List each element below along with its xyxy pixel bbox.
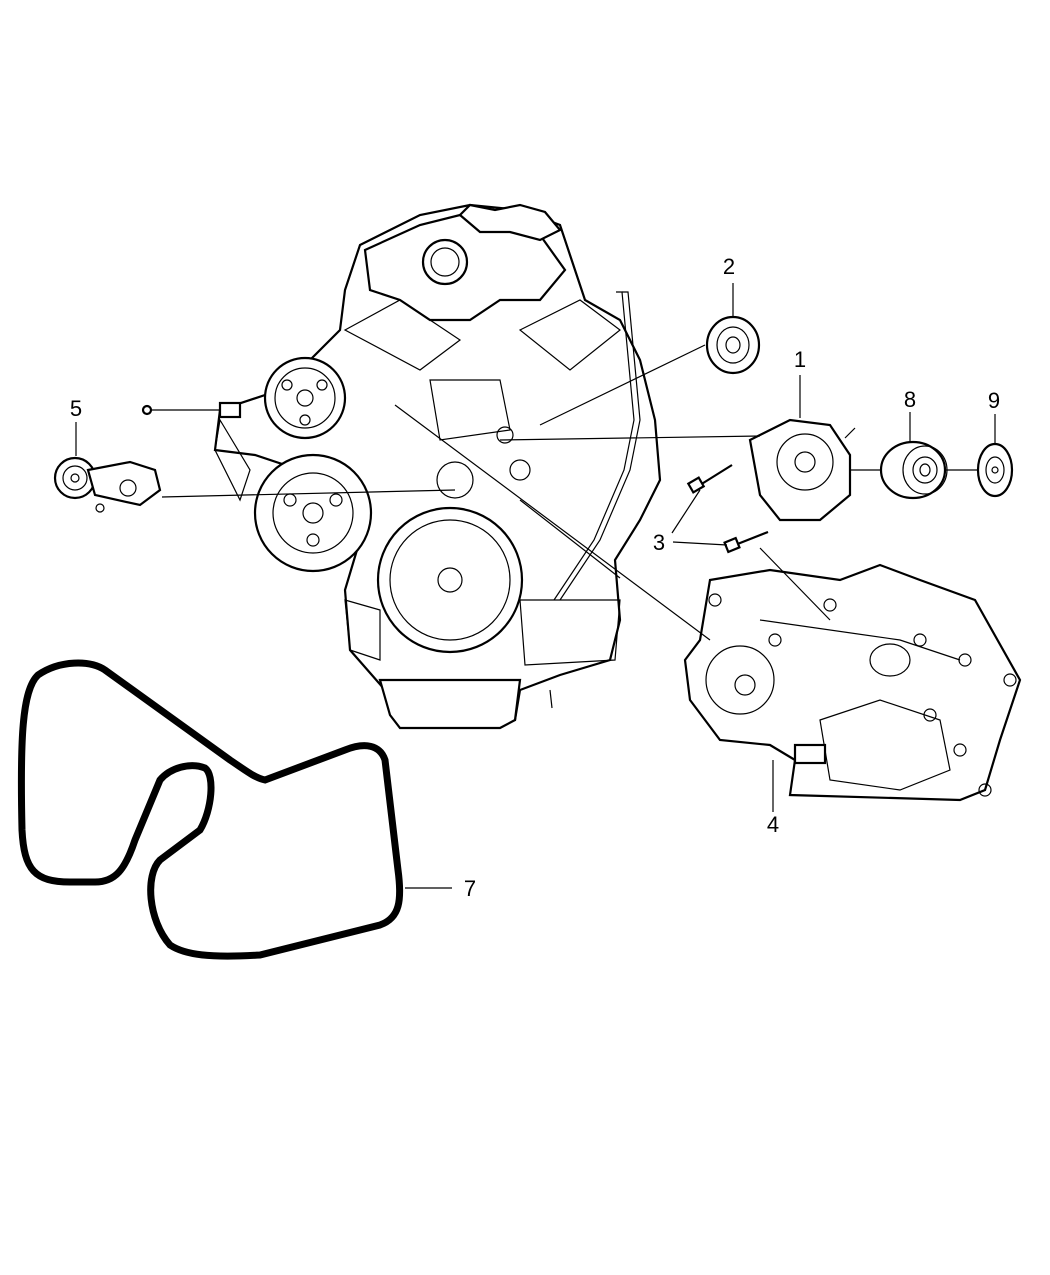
leader-4-engine-b: [519, 499, 621, 579]
callout-5: 5: [70, 396, 82, 421]
leader-3-lower: [672, 541, 728, 546]
callout-8: 8: [904, 387, 916, 412]
leader-5-engine: [161, 489, 456, 498]
belt-tensioner-part: [53, 456, 162, 513]
idler-pulley-part: [705, 315, 761, 375]
leader-3-cover: [759, 547, 831, 621]
callouts: 1 2 3 4 5 7 8 9: [70, 254, 1000, 901]
callout-7: 7: [464, 876, 476, 901]
callout-9: 9: [988, 388, 1000, 413]
leader-3-upper: [671, 489, 701, 534]
timing-cover-part: [683, 563, 1022, 802]
bolt-lower-part: [723, 530, 769, 554]
callout-2: 2: [723, 254, 735, 279]
leader-4-engine: [394, 404, 711, 641]
dust-shield-part: [976, 442, 1014, 498]
leader-lines: [75, 283, 996, 889]
serpentine-belt-part: [17, 659, 404, 960]
callout-1: 1: [794, 347, 806, 372]
leader-1-engine: [499, 435, 761, 441]
idler-bracket-part: [748, 418, 856, 522]
tensioner-pulley-part: [879, 440, 948, 500]
callout-4: 4: [767, 812, 779, 837]
leader-2-engine: [539, 344, 706, 426]
bolt-upper-part: [686, 464, 733, 494]
engine-assembly: [141, 203, 662, 730]
callout-3: 3: [653, 530, 665, 555]
